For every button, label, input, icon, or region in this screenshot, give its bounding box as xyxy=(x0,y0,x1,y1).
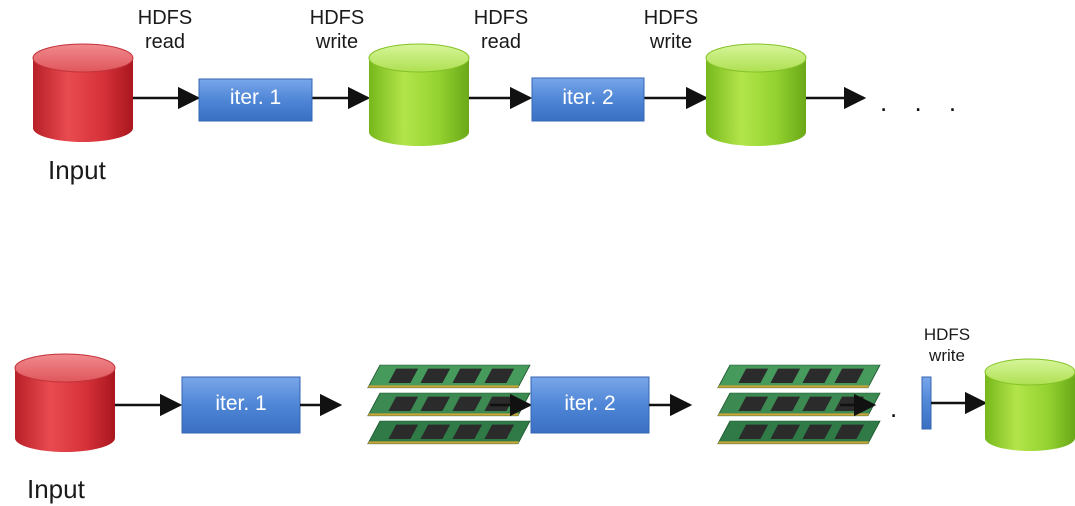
ellipsis: . xyxy=(890,393,908,423)
iter-2-box xyxy=(530,376,650,434)
hdfs-storage-icon xyxy=(368,43,470,146)
memory-ram-icon xyxy=(367,364,531,445)
iter-2-label: iter. 2 xyxy=(564,392,616,415)
hdfs-write-label: HDFS write xyxy=(912,324,982,366)
iter-2-box xyxy=(531,77,645,122)
label-line: HDFS xyxy=(923,325,971,344)
hdfs-write-bar xyxy=(921,376,932,430)
iter-2-label: iter. 2 xyxy=(562,86,614,109)
hdfs-read-label: HDFS read xyxy=(130,6,200,54)
hdfs-write-label: HDFS write xyxy=(636,6,706,54)
input-label: Input xyxy=(27,474,85,504)
label-line: HDFS xyxy=(643,7,699,29)
label-line: HDFS xyxy=(137,7,193,29)
label-line: write xyxy=(929,346,965,365)
label-line: HDFS xyxy=(309,7,365,29)
label-line: write xyxy=(649,31,693,53)
memory-ram-icon xyxy=(717,364,881,445)
label-line: read xyxy=(480,31,522,53)
hdfs-storage-icon xyxy=(984,358,1075,451)
input-database-icon xyxy=(32,43,134,142)
input-database-icon xyxy=(14,353,116,452)
label-line: HDFS xyxy=(473,7,529,29)
hdfs-storage-icon xyxy=(705,43,807,146)
ellipsis: . . . xyxy=(880,87,967,117)
label-line: write xyxy=(315,31,359,53)
input-label: Input xyxy=(48,155,106,185)
iter-1-box xyxy=(198,78,313,122)
hdfs-read-label: HDFS read xyxy=(466,6,536,54)
iter-1-label: iter. 1 xyxy=(215,392,267,415)
iter-1-label: iter. 1 xyxy=(229,86,282,109)
label-line: read xyxy=(144,31,186,53)
hdfs-write-label: HDFS write xyxy=(302,6,372,54)
